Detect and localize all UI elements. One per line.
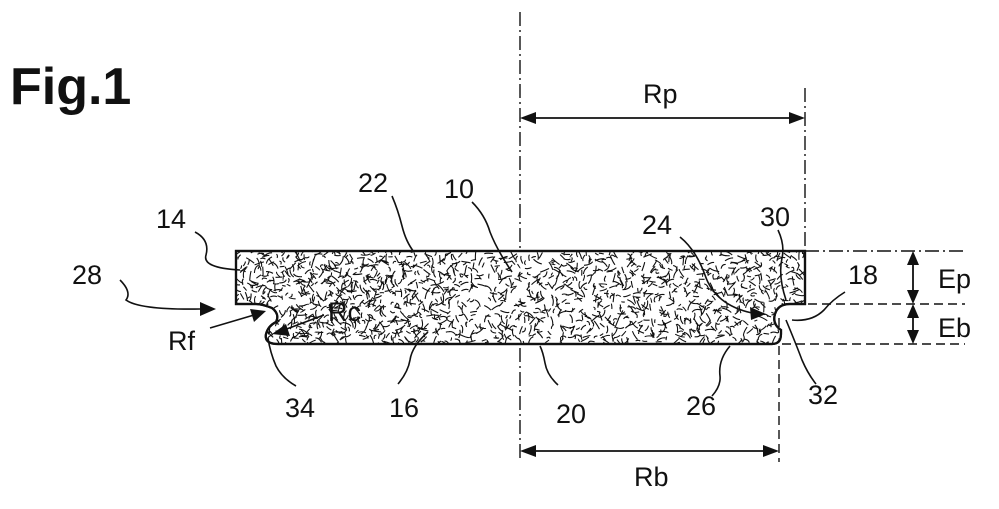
label-14: 14 — [156, 204, 186, 234]
label-20: 20 — [556, 399, 586, 429]
leader-26 — [711, 345, 731, 397]
label-rf: Rf — [168, 326, 195, 356]
leader-30 — [777, 229, 787, 301]
label-28: 28 — [72, 260, 102, 290]
label-24: 24 — [642, 210, 672, 240]
rc-arrow-line — [283, 314, 325, 331]
leader-24 — [679, 236, 753, 314]
part-body-outline-top — [234, 249, 807, 346]
label-32: 32 — [808, 380, 838, 410]
leader-22 — [391, 195, 415, 253]
leader-18 — [791, 291, 846, 322]
rf-arrow-head — [250, 309, 266, 322]
label-22: 22 — [358, 168, 388, 198]
figure-title: Fig.1 — [10, 58, 131, 116]
leader-20 — [539, 345, 559, 386]
ep-label: Ep — [938, 264, 971, 294]
eb-label: Eb — [938, 313, 971, 343]
arrow-28-head — [200, 302, 216, 316]
eb-arrow-bottom — [907, 330, 919, 344]
arrow-24-head — [750, 307, 766, 320]
leader-16 — [397, 331, 429, 385]
arrow-28-line — [119, 279, 201, 310]
rf-arrow-line — [209, 314, 255, 329]
leader-10 — [471, 201, 513, 273]
rb-arrow-right — [763, 445, 779, 457]
eb-arrow-top — [907, 304, 919, 318]
fiber-strands — [236, 251, 805, 344]
leader-14 — [194, 231, 241, 271]
rp-label: Rp — [643, 79, 678, 109]
label-rc: Rc — [328, 297, 361, 327]
ep-arrow-top — [907, 251, 919, 265]
rc-arrow-head — [272, 324, 290, 336]
label-34: 34 — [285, 393, 315, 423]
label-30: 30 — [760, 202, 790, 232]
ep-arrow-bottom — [907, 290, 919, 304]
fiber-texture — [236, 251, 805, 344]
rb-label: Rb — [634, 462, 669, 492]
label-18: 18 — [848, 260, 878, 290]
rp-arrow-right — [789, 112, 805, 124]
label-10: 10 — [444, 174, 474, 204]
rp-arrow-left — [520, 112, 536, 124]
label-26: 26 — [686, 391, 716, 421]
leader-32 — [785, 319, 817, 385]
rb-arrow-left — [520, 445, 536, 457]
label-16: 16 — [389, 393, 419, 423]
leader-34 — [267, 337, 297, 387]
